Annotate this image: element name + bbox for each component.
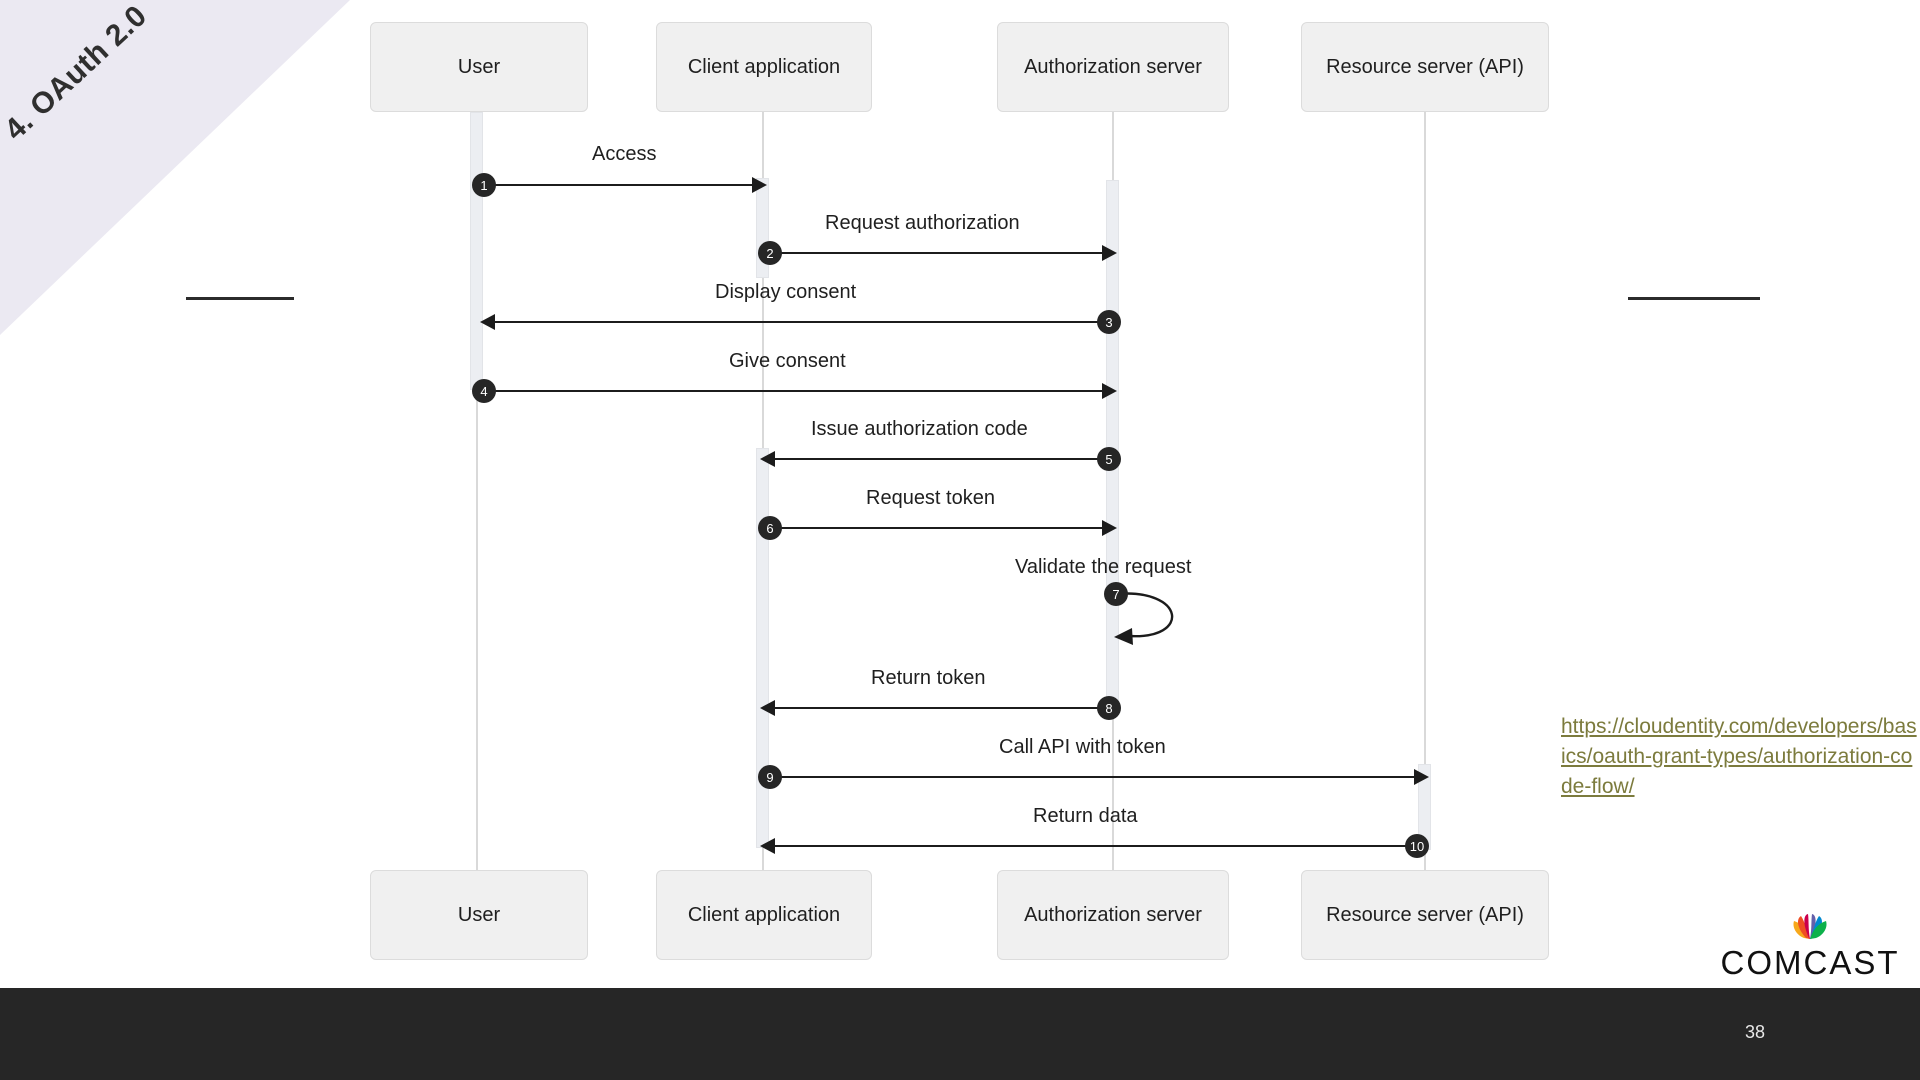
actor-label: Authorization server <box>1024 903 1202 926</box>
actor-label: Client application <box>687 55 841 78</box>
arrow-head-6 <box>1102 520 1117 536</box>
arrow-head-5 <box>760 451 775 467</box>
message-line-3 <box>495 321 1109 323</box>
actor-box-bottom-resource[interactable]: Resource server (API) <box>1301 870 1549 960</box>
actor-label: Authorization server <box>1024 55 1202 78</box>
message-label-1: Access <box>592 143 657 165</box>
step-badge-9: 9 <box>758 765 782 789</box>
nbc-peacock-icon <box>1793 914 1827 939</box>
arrow-head-8 <box>760 700 775 716</box>
step-badge-5: 5 <box>1097 447 1121 471</box>
actor-box-bottom-user[interactable]: User <box>370 870 588 960</box>
self-loop-arrow-7 <box>1114 592 1174 645</box>
message-label-10: Return data <box>1033 805 1138 827</box>
message-line-6 <box>770 527 1108 529</box>
comcast-logo: COMCAST <box>1715 912 1905 982</box>
activation-user <box>470 112 483 390</box>
actor-label: Resource server (API) <box>1326 903 1524 926</box>
step-badge-10: 10 <box>1405 834 1429 858</box>
arrow-head-3 <box>480 314 495 330</box>
message-label-3: Display consent <box>715 281 857 303</box>
actor-label: Resource server (API) <box>1326 55 1524 78</box>
reference-link[interactable]: https://cloudentity.com/developers/basic… <box>1561 715 1917 798</box>
actor-box-top-resource[interactable]: Resource server (API) <box>1301 22 1549 112</box>
message-line-5 <box>775 458 1109 460</box>
decorative-rule-left <box>186 297 294 300</box>
step-badge-3: 3 <box>1097 310 1121 334</box>
step-badge-8: 8 <box>1097 696 1121 720</box>
actor-box-bottom-client[interactable]: Client application <box>656 870 872 960</box>
footer-bar: 38 <box>0 988 1920 1080</box>
message-label-7: Validate the request <box>1015 556 1192 578</box>
decorative-rule-right <box>1628 297 1760 300</box>
step-badge-7: 7 <box>1104 582 1128 606</box>
message-line-9 <box>770 776 1420 778</box>
arrow-head-4 <box>1102 383 1117 399</box>
actor-box-top-authz[interactable]: Authorization server <box>997 22 1229 112</box>
actor-label: User <box>457 55 501 78</box>
actor-label: User <box>457 903 501 926</box>
arrow-head-1 <box>752 177 767 193</box>
lifeline-resource <box>1424 110 1426 872</box>
step-badge-1: 1 <box>472 173 496 197</box>
comcast-wordmark: COMCAST <box>1720 944 1900 981</box>
arrow-head-9 <box>1414 769 1429 785</box>
step-badge-2: 2 <box>758 241 782 265</box>
lifeline-user <box>476 110 478 872</box>
actor-box-top-user[interactable]: User <box>370 22 588 112</box>
message-line-4 <box>484 390 1108 392</box>
message-line-8 <box>775 707 1109 709</box>
message-line-2 <box>770 252 1108 254</box>
message-line-1 <box>484 184 758 186</box>
message-label-9: Call API with token <box>999 736 1166 758</box>
arrow-head-2 <box>1102 245 1117 261</box>
message-label-8: Return token <box>871 667 986 689</box>
message-label-5: Issue authorization code <box>811 418 1028 440</box>
actor-box-bottom-authz[interactable]: Authorization server <box>997 870 1229 960</box>
message-line-10 <box>775 845 1421 847</box>
actor-label: Client application <box>687 903 841 926</box>
sequence-diagram: User Client application Authorization se… <box>370 22 1549 960</box>
step-badge-6: 6 <box>758 516 782 540</box>
actor-box-top-client[interactable]: Client application <box>656 22 872 112</box>
page-number: 38 <box>1744 1022 1765 1042</box>
message-label-2: Request authorization <box>825 212 1020 234</box>
step-badge-4: 4 <box>472 379 496 403</box>
message-label-6: Request token <box>866 487 995 509</box>
arrow-head-10 <box>760 838 775 854</box>
message-label-4: Give consent <box>729 350 846 372</box>
